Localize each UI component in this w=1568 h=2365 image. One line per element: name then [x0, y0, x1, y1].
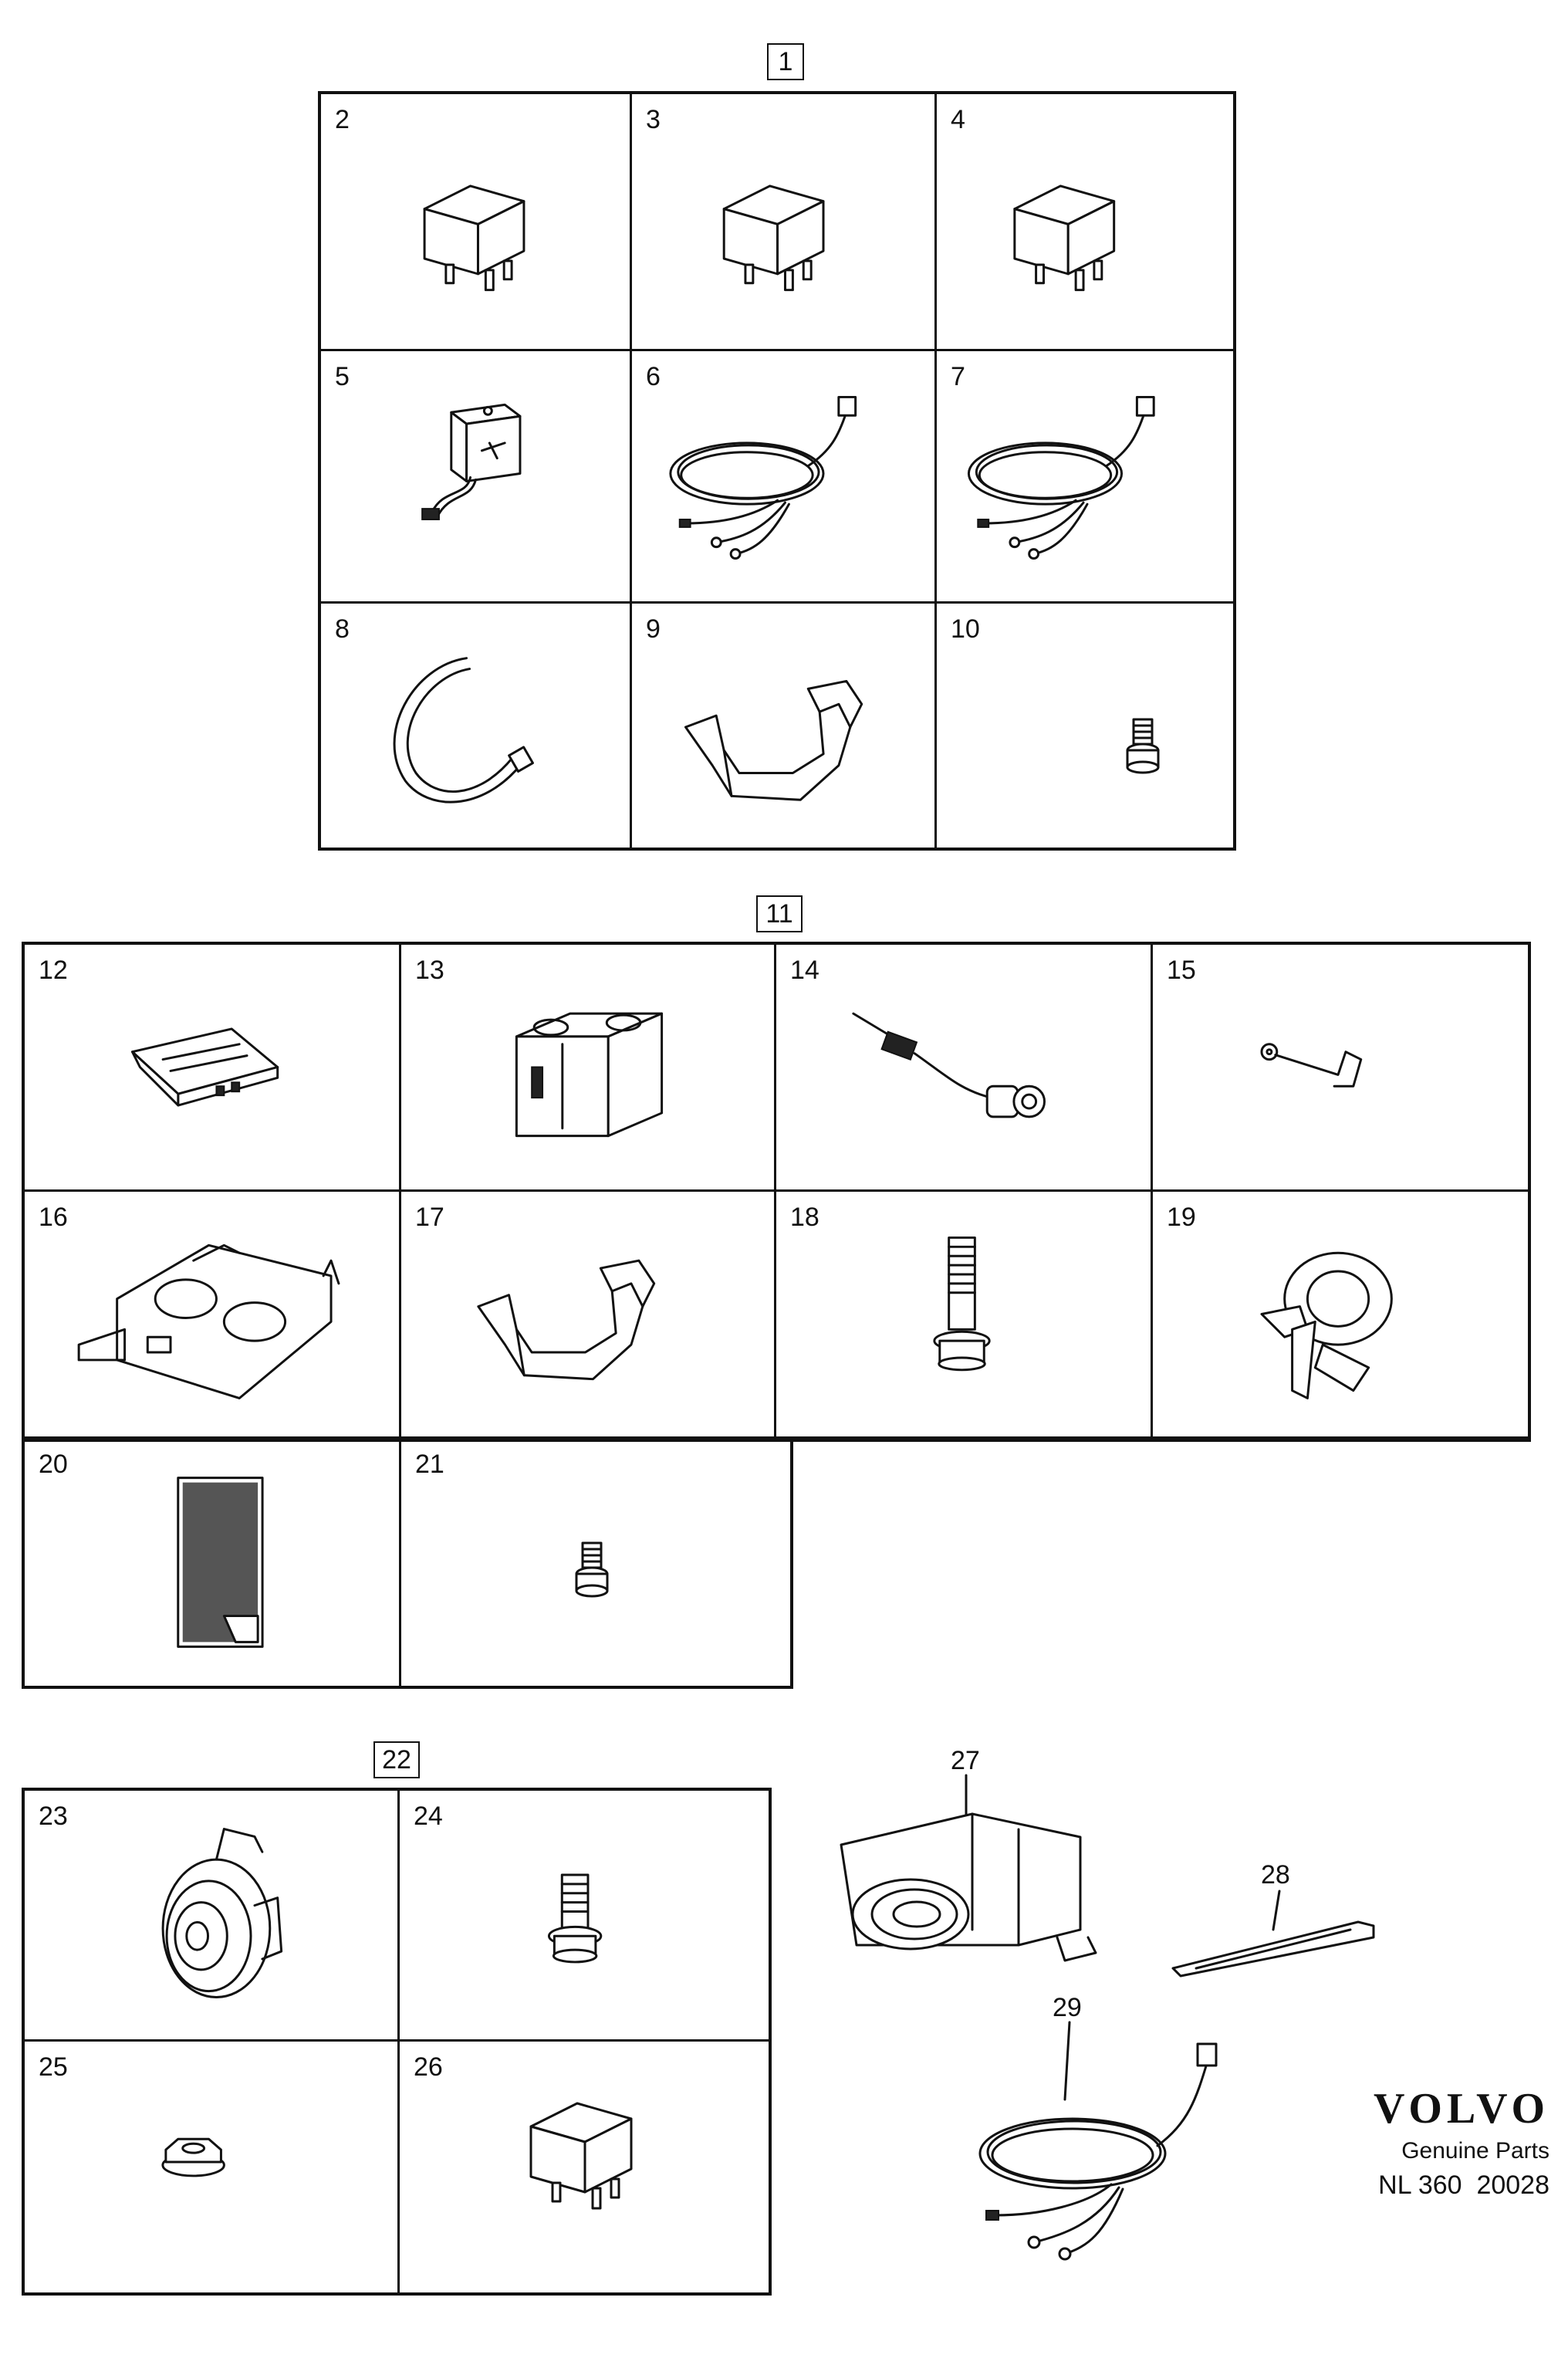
- part-cell-3: 3: [632, 94, 937, 351]
- part-cell-19: 19: [1153, 1192, 1528, 1439]
- part-number-28: 28: [1261, 1860, 1290, 1890]
- part-cell-24: 24: [400, 1791, 772, 2042]
- label-sticker-icon: [177, 1477, 264, 1648]
- wiring-harness-icon: [669, 395, 857, 560]
- ground-terminal-icon: [1260, 1043, 1363, 1088]
- part-number-29: 29: [1053, 1993, 1082, 2022]
- part-number: 4: [951, 105, 965, 134]
- part-number: 17: [415, 1203, 444, 1232]
- group-22-grid: 23 24 25 26: [22, 1788, 772, 2296]
- screw-icon: [575, 1541, 609, 1598]
- part-number-27: 27: [951, 1746, 980, 1775]
- part-number: 24: [414, 1802, 443, 1831]
- part-number: 12: [39, 956, 68, 985]
- volvo-logo: VOLVO: [1374, 2085, 1549, 2133]
- nut-icon: [161, 2137, 225, 2177]
- brand-subtitle: Genuine Parts: [1401, 2138, 1549, 2164]
- part-cell-18: 18: [776, 1192, 1153, 1439]
- bracket-icon: [477, 1259, 656, 1381]
- part-cell-17: 17: [401, 1192, 776, 1439]
- brand-block: VOLVO Genuine Parts NL 360 20028: [1374, 2084, 1549, 2201]
- part-cell-15: 15: [1153, 945, 1528, 1192]
- lamp-lens-icon: [130, 1027, 279, 1107]
- relay-icon: [1013, 184, 1116, 292]
- part-cell-2: 2: [321, 94, 632, 351]
- part-number: 6: [646, 362, 661, 391]
- group-11-grid: 12 13 14 15 16 17: [22, 942, 1531, 1689]
- bracket-icon: [684, 679, 863, 801]
- part-cell-10: 10: [937, 604, 1236, 851]
- part-cell-16: 16: [25, 1192, 401, 1439]
- horn-icon: [161, 1828, 283, 1998]
- part-cell-21: 21: [401, 1439, 790, 1686]
- part-number: 10: [951, 614, 980, 644]
- wiring-harness-icon: [978, 2021, 1218, 2261]
- part-number: 26: [414, 2052, 443, 2082]
- part-cell-26: 26: [400, 2042, 772, 2296]
- relay-icon: [423, 184, 525, 292]
- bolt-icon: [547, 1873, 603, 1964]
- cable-tie-icon: [1171, 1890, 1375, 1978]
- part-number: 18: [790, 1203, 819, 1232]
- sensor-with-lead-icon: [852, 1012, 1046, 1118]
- part-number: 21: [415, 1450, 444, 1479]
- part-number: 8: [335, 614, 350, 644]
- group-label-11: 11: [756, 895, 803, 932]
- part-cell-6: 6: [632, 351, 937, 604]
- part-number: 14: [790, 956, 819, 985]
- part-cell-9: 9: [632, 604, 937, 851]
- part-number: 9: [646, 614, 661, 644]
- part-cell-25: 25: [25, 2042, 400, 2296]
- part-cell-8: 8: [321, 604, 632, 851]
- part-cell-13: 13: [401, 945, 776, 1192]
- lock-mechanism-icon: [77, 1243, 340, 1399]
- part-number: 20: [39, 1450, 68, 1479]
- switch-icon: [515, 1012, 664, 1138]
- part-number: 15: [1167, 956, 1196, 985]
- part-cell-5: 5: [321, 351, 632, 604]
- part-number: 23: [39, 1802, 68, 1831]
- part-cell-20: 20: [25, 1439, 401, 1686]
- group-label-1: 1: [767, 43, 804, 80]
- relay-icon: [529, 2102, 633, 2210]
- part-cell-14: 14: [776, 945, 1153, 1192]
- group-1-grid: 2 3 4 5 6 7: [318, 91, 1236, 851]
- bolt-icon: [933, 1236, 991, 1372]
- cable-tie-band-icon: [393, 657, 534, 804]
- diagram-code: NL 360 20028: [1378, 2170, 1549, 2200]
- part-cell-7: 7: [937, 351, 1236, 604]
- wiring-harness-icon: [967, 395, 1155, 560]
- part-number: 19: [1167, 1203, 1196, 1232]
- part-number: 5: [335, 362, 350, 391]
- part-number: 2: [335, 105, 350, 134]
- part-number: 16: [39, 1203, 68, 1232]
- part-number: 3: [646, 105, 661, 134]
- screw-icon: [1126, 718, 1160, 774]
- part-number: 13: [415, 956, 444, 985]
- part-number: 7: [951, 362, 965, 391]
- siren-speaker-icon: [840, 1774, 1097, 1962]
- part-number: 25: [39, 2052, 68, 2082]
- part-cell-12: 12: [25, 945, 401, 1192]
- part-cell-4: 4: [937, 94, 1236, 351]
- clip-icon: [1260, 1251, 1393, 1399]
- relay-icon: [722, 184, 825, 292]
- electronic-module-icon: [421, 403, 522, 520]
- part-cell-23: 23: [25, 1791, 400, 2042]
- group-label-22: 22: [373, 1741, 420, 1778]
